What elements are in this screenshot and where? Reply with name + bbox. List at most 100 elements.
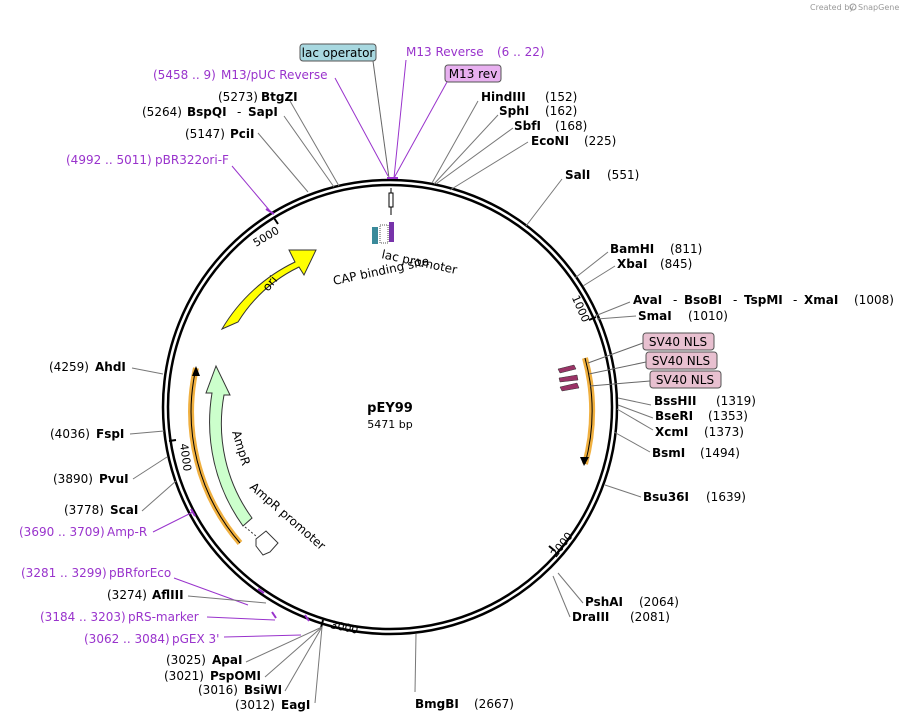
- enzyme-pvui: (3890) PvuI: [53, 472, 129, 486]
- enzyme-smai: SmaI (1010): [638, 309, 728, 323]
- tick-4000: 4000: [168, 439, 194, 472]
- enzyme-bspqi-sep: -: [237, 105, 241, 119]
- ampr-label: AmpR: [229, 429, 253, 467]
- enzyme-xbai: XbaI (845): [617, 257, 692, 271]
- enzyme-scai-pos: (3778): [64, 503, 104, 517]
- enzyme-xmai-name: XmaI: [804, 293, 838, 307]
- sv40-nls-label-3: SV40 NLS: [656, 373, 714, 387]
- enzyme-fspi-pos: (4036): [50, 427, 90, 441]
- primer-pgex-3: (3062 .. 3084) pGEX 3': [84, 614, 310, 646]
- enzyme-sphi-pos: (162): [545, 104, 577, 118]
- ampr-highlight-line: [190, 367, 241, 544]
- enzyme-sphi-name: SphI: [499, 104, 529, 118]
- enzyme-bseri-pos: (1353): [708, 409, 748, 423]
- primer-prs-name: pRS-marker: [128, 610, 199, 624]
- primer-m13-reverse-pos: (6 .. 22): [497, 45, 545, 59]
- lac-operator-marker: [389, 222, 394, 242]
- enzyme-pspomi-pos: (3021): [164, 669, 204, 683]
- primer-pbr322-pos: (4992 .. 5011): [66, 153, 152, 167]
- enzyme-bmgbi-pos: (2667): [474, 697, 514, 711]
- enzyme-ahdi: (4259) AhdI: [49, 360, 126, 374]
- primer-prs-pos: (3184 .. 3203): [40, 610, 126, 624]
- credit-brand: SnapGene: [858, 3, 899, 12]
- enzyme-leader-lines: [129, 100, 654, 704]
- enzyme-tspmi-name: TspMI: [744, 293, 783, 307]
- credit-prefix: Created by: [810, 3, 854, 12]
- enzyme-bsu36i-pos: (1639): [706, 490, 746, 504]
- primer-prs-marker: (3184 .. 3203) pRS-marker: [40, 610, 277, 624]
- tick-3000: 3000: [320, 618, 359, 637]
- enzyme-hindiii: HindIII (152): [481, 90, 577, 104]
- primer-pbrforeco-name: pBRforEco: [109, 566, 171, 580]
- cap-binding-site-marker: [372, 227, 378, 244]
- tick-1000: 1000: [569, 293, 597, 324]
- enzyme-bspqi-name: BspQI: [187, 105, 227, 119]
- enzyme-scai: (3778) ScaI: [64, 503, 138, 517]
- primer-pgex-pos: (3062 .. 3084): [84, 632, 170, 646]
- sv40-nls-box-1: SV40 NLS: [642, 332, 715, 351]
- primer-pbrforeco-pos: (3281 .. 3299): [21, 566, 107, 580]
- enzyme-bmgbi: BmgBI (2667): [415, 697, 514, 711]
- enzyme-econi-name: EcoNI: [531, 134, 569, 148]
- enzyme-bsmi-name: BsmI: [652, 446, 685, 460]
- ampr-promoter-arrow: [255, 530, 279, 556]
- primer-m13-puc-reverse: (5458 .. 9) M13/pUC Reverse: [153, 68, 389, 177]
- enzyme-hindiii-pos: (152): [545, 90, 577, 104]
- enzyme-bamhi-name: BamHI: [610, 242, 654, 256]
- enzyme-bsshii-pos: (1319): [716, 394, 756, 408]
- lac-operator-small-icon: [388, 192, 394, 208]
- enzyme-bsshii-name: BssHII: [654, 394, 696, 408]
- enzyme-bsmi: BsmI (1494): [652, 446, 740, 460]
- enzyme-apai-name: ApaI: [212, 653, 242, 667]
- plasmid-length: 5471 bp: [367, 418, 412, 431]
- primer-pbr322-name: pBR322ori-F: [155, 153, 229, 167]
- enzyme-sbfi-name: SbfI: [514, 119, 541, 133]
- enzyme-btgzi: (5273) BtgZI: [218, 90, 298, 104]
- primer-m13-reverse: M13 Reverse (6 .. 22): [393, 45, 545, 179]
- enzyme-sphi: SphI (162): [499, 104, 577, 118]
- enzyme-btgzi-name: BtgZI: [261, 90, 298, 104]
- sv40-nls-box-2: SV40 NLS: [645, 351, 718, 370]
- enzyme-bamhi-pos: (811): [670, 242, 702, 256]
- enzyme-bmgbi-name: BmgBI: [415, 697, 459, 711]
- primer-amp-r: (3690 .. 3709) Amp-R: [19, 508, 196, 539]
- enzyme-pspomi: (3021) PspOMI: [164, 669, 261, 683]
- enzyme-xcmi-name: XcmI: [655, 425, 688, 439]
- enzyme-bsiwi: (3016) BsiWI: [198, 683, 282, 697]
- enzyme-sbfi: SbfI (168): [514, 119, 587, 133]
- enzyme-btgzi-pos: (5273): [218, 90, 258, 104]
- lac-operator-box-label: lac operator: [302, 46, 375, 60]
- enzyme-bsiwi-pos: (3016): [198, 683, 238, 697]
- enzyme-eagi-pos: (3012): [235, 698, 275, 712]
- enzyme-xbai-name: XbaI: [617, 257, 647, 271]
- enzyme-bamhi: BamHI (811): [610, 242, 702, 256]
- ampr-promoter-link: [244, 526, 257, 537]
- enzyme-apai: (3025) ApaI: [166, 653, 242, 667]
- enzyme-avai-group: AvaI - BsoBI - TspMI - XmaI (1008): [633, 293, 894, 307]
- enzyme-pshai: PshAI (2064): [585, 595, 679, 609]
- enzyme-bsshii: BssHII (1319): [654, 394, 756, 408]
- enzyme-draiii-pos: (2081): [630, 610, 670, 624]
- enzyme-bsu36i-name: Bsu36I: [643, 490, 689, 504]
- primer-ampr-name: Amp-R: [107, 525, 147, 539]
- enzyme-bsmi-pos: (1494): [700, 446, 740, 460]
- enzyme-afliii-name: AflIII: [152, 588, 184, 602]
- ampr-highlight-arrowhead: [192, 366, 200, 376]
- enzyme-pcii: (5147) PciI: [185, 127, 255, 141]
- enzyme-sbfi-pos: (168): [555, 119, 587, 133]
- sv40-nls-label-2: SV40 NLS: [652, 354, 710, 368]
- enzyme-pcii-pos: (5147): [185, 127, 225, 141]
- enzyme-sali-name: SalI: [565, 168, 590, 182]
- enzyme-bsiwi-name: BsiWI: [244, 683, 282, 697]
- enzyme-xcmi-pos: (1373): [704, 425, 744, 439]
- lac-promoter-marker: [379, 224, 389, 244]
- enzyme-apai-pos: (3025): [166, 653, 206, 667]
- m13-rev-box-label: M13 rev: [449, 67, 498, 81]
- m13-rev-box: M13 rev: [444, 64, 502, 83]
- ori-arrow: [220, 249, 317, 331]
- enzyme-econi-pos: (225): [584, 134, 616, 148]
- enzyme-pcii-name: PciI: [230, 127, 255, 141]
- enzyme-smai-name: SmaI: [638, 309, 672, 323]
- enzyme-eagi: (3012) EagI: [235, 698, 310, 712]
